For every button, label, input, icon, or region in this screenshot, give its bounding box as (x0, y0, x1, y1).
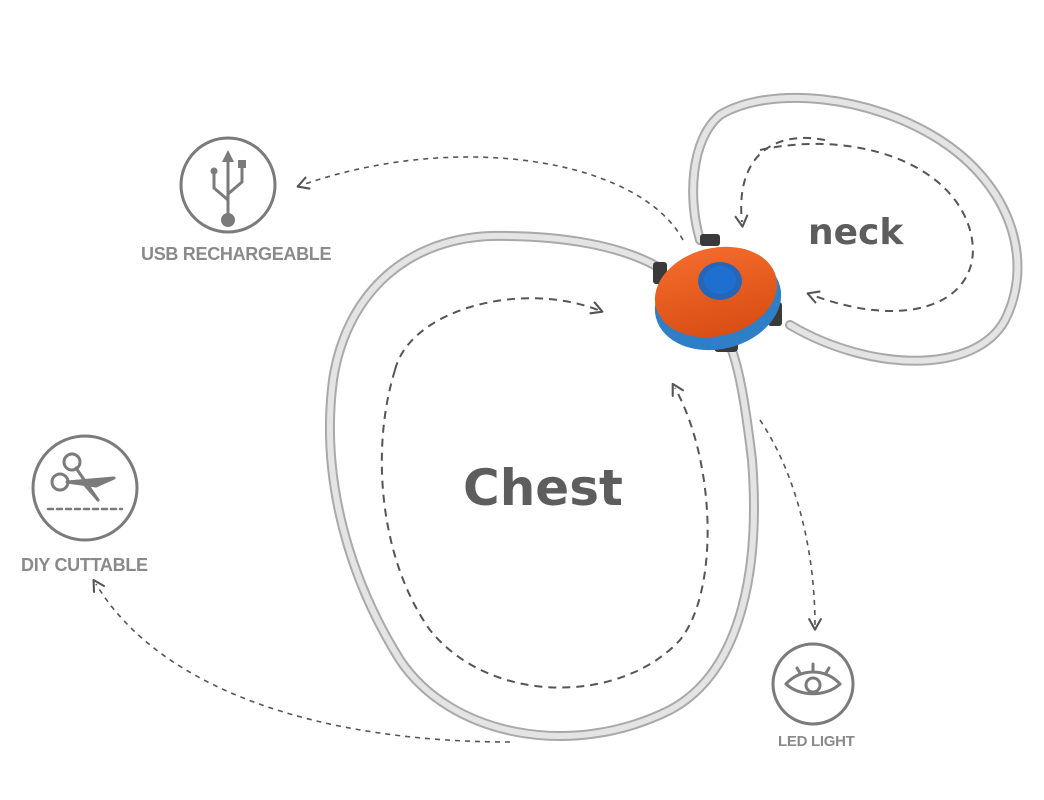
device-button (704, 266, 736, 294)
led-pointer-arrow (759, 419, 822, 631)
eye-icon (771, 642, 855, 726)
neck-loop-label: neck (808, 212, 904, 253)
chest-loop-label: Chest (463, 459, 623, 517)
led-light-label: LED LIGHT (778, 733, 855, 750)
chest-flow-arrow-bottom (380, 369, 709, 689)
chest-flow-arrow-top (394, 297, 604, 371)
neck-flow-arrow-right (759, 143, 974, 312)
chest-loop-tube (324, 230, 759, 741)
device-connector-top (700, 234, 720, 246)
neck-flow-arrow-left (734, 136, 826, 228)
usb-pointer-arrow (296, 156, 684, 241)
diy-pointer-arrow (92, 578, 511, 743)
usb-icon (179, 136, 277, 234)
neck-loop-tube (688, 92, 1023, 366)
usb-rechargeable-label: USB RECHARGEABLE (141, 244, 332, 264)
scissors-icon (31, 434, 139, 542)
diy-cuttable-label: DIY CUTTABLE (21, 555, 148, 575)
light-device (653, 234, 782, 352)
